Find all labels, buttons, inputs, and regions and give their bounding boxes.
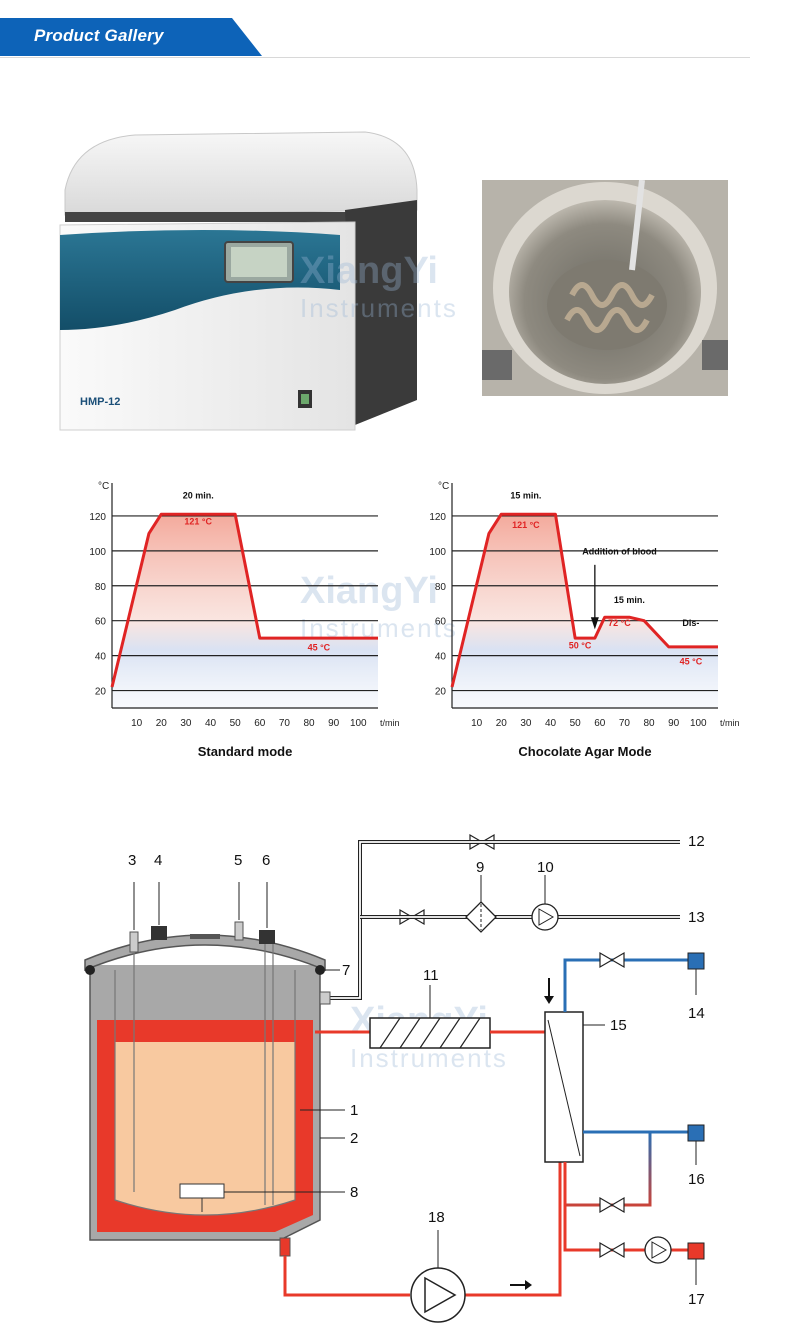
chart-annotation: 15 min.	[614, 595, 645, 605]
label-6: 6	[262, 852, 270, 869]
blood-addition-arrowhead	[590, 617, 599, 630]
chamber-interior-image	[482, 180, 728, 396]
chart-annotation: 50 °C	[569, 641, 592, 651]
y-tick-label: 40	[435, 652, 447, 663]
label-2: 2	[350, 1130, 358, 1147]
vessel-medium	[115, 1042, 295, 1215]
chart-annotation: 72 °C	[608, 618, 631, 628]
y-tick-label: 20	[435, 687, 447, 698]
x-tick-label: 80	[643, 718, 655, 729]
y-axis-label: °C	[438, 481, 449, 492]
y-tick-label: 100	[89, 547, 106, 558]
label-18: 18	[428, 1209, 445, 1226]
label-4: 4	[154, 852, 162, 869]
chart-annotation: 121 °C	[184, 517, 212, 527]
x-tick-label: 90	[668, 718, 680, 729]
chart-annotation: Dis-	[682, 618, 699, 628]
pump-18	[410, 1267, 466, 1323]
label-7: 7	[342, 962, 350, 979]
process-flow-diagram: 3 4 5 6 7 1 2 8 9 10 11 12 13 14 15 16 1…	[84, 833, 705, 1323]
label-17: 17	[688, 1291, 705, 1308]
standard-mode-chart: 20 40 60 80 100 120 10 20 30 40 50 60 70 80 90 100 °C t/m…	[89, 481, 400, 759]
x-tick-label: 30	[520, 718, 532, 729]
chocolate-agar-mode-chart: 20 40 60 80 100 120 10 20 30 40 50 60 70 80 90 100 °C t/m…	[429, 481, 740, 759]
x-tick-label: 50	[570, 718, 582, 729]
y-tick-label: 120	[89, 512, 106, 523]
y-tick-label: 40	[95, 652, 107, 663]
x-tick-label: 60	[254, 718, 266, 729]
chart-area-fill	[112, 514, 378, 708]
x-tick-label: 10	[131, 718, 143, 729]
x-axis-label: t/min	[380, 718, 400, 728]
y-tick-label: 100	[429, 547, 446, 558]
label-11: 11	[423, 967, 439, 984]
label-1: 1	[350, 1102, 358, 1119]
chart-annotation: Addition of blood	[582, 546, 656, 556]
x-tick-label: 100	[690, 718, 707, 729]
chart-title: Standard mode	[198, 744, 293, 759]
x-tick-label: 40	[205, 718, 217, 729]
pump-10	[531, 903, 559, 931]
label-5: 5	[234, 852, 242, 869]
y-tick-label: 20	[95, 687, 107, 698]
x-tick-label: 30	[180, 718, 192, 729]
label-10: 10	[537, 859, 554, 876]
header-banner	[0, 18, 262, 56]
x-axis-label: t/min	[720, 718, 740, 728]
x-tick-label: 10	[471, 718, 483, 729]
label-14: 14	[688, 1005, 705, 1022]
x-tick-label: 70	[619, 718, 631, 729]
chart-title: Chocolate Agar Mode	[518, 744, 651, 759]
chart-annotation: 121 °C	[512, 520, 540, 530]
x-tick-label: 60	[594, 718, 606, 729]
x-tick-label: 50	[230, 718, 242, 729]
y-tick-label: 80	[95, 582, 107, 593]
pump-17	[644, 1236, 672, 1264]
coolant-inlet-14	[687, 952, 705, 970]
label-9: 9	[476, 859, 484, 876]
label-12: 12	[688, 833, 705, 850]
sensor-8	[179, 1183, 225, 1199]
label-3: 3	[128, 852, 136, 869]
x-tick-label: 20	[496, 718, 508, 729]
header-divider	[0, 57, 750, 58]
x-tick-label: 90	[328, 718, 340, 729]
x-tick-label: 40	[545, 718, 557, 729]
temperature-curve	[110, 512, 378, 688]
y-tick-label: 80	[435, 582, 447, 593]
y-tick-label: 120	[429, 512, 446, 523]
chart-annotation: 15 min.	[510, 490, 541, 500]
label-16: 16	[688, 1171, 705, 1188]
model-label: HMP-12	[80, 396, 120, 408]
x-tick-label: 80	[303, 718, 315, 729]
label-8: 8	[350, 1184, 358, 1201]
chart-annotation: 45 °C	[680, 656, 703, 666]
label-15: 15	[610, 1017, 627, 1034]
page-header: Product Gallery	[0, 0, 800, 60]
chart-annotation: 45 °C	[308, 642, 331, 652]
y-axis-label: °C	[98, 481, 109, 492]
x-tick-label: 20	[156, 718, 168, 729]
page-title: Product Gallery	[34, 26, 164, 45]
x-tick-label: 70	[279, 718, 291, 729]
chart-area-fill	[452, 514, 718, 708]
y-tick-label: 60	[435, 617, 447, 628]
sterilizer-machine-image: HMP-12	[59, 131, 418, 431]
vessel-lid	[84, 934, 326, 972]
temperature-curve	[450, 512, 718, 688]
x-tick-label: 100	[350, 718, 367, 729]
chart-annotation: 20 min.	[183, 490, 214, 500]
coolant-outlet-16	[687, 1124, 705, 1142]
y-tick-label: 60	[95, 617, 107, 628]
label-13: 13	[688, 909, 705, 926]
steam-inlet-17	[687, 1242, 705, 1260]
